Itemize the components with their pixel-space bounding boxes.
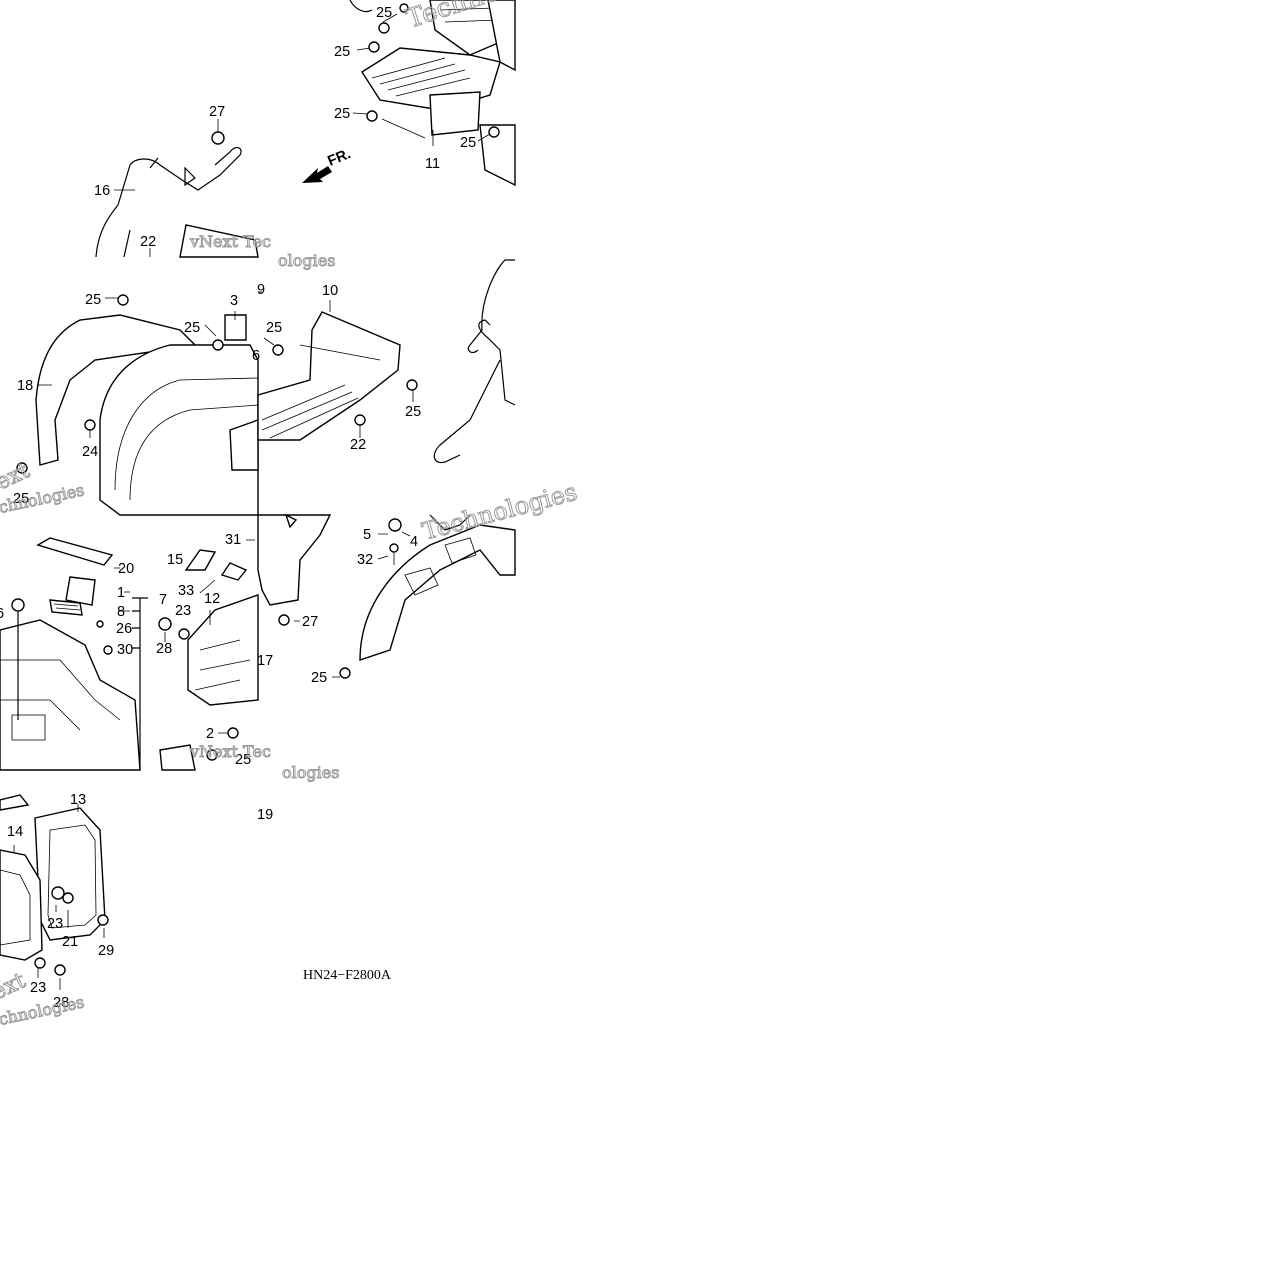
callout-23: 23: [175, 603, 191, 619]
callout-4: 4: [410, 534, 418, 550]
callout-25: 25: [85, 292, 101, 308]
callout-19: 19: [257, 807, 273, 823]
callout-21: 21: [62, 934, 78, 950]
callout-28: 28: [53, 995, 69, 1011]
callout-13: 13: [70, 792, 86, 808]
callout-25: 25: [334, 44, 350, 60]
callout-3: 3: [230, 293, 238, 309]
callout-17: 17: [257, 653, 273, 669]
callout-26: 26: [116, 621, 132, 637]
callout-10: 10: [322, 283, 338, 299]
bolt-icon: [211, 3, 500, 145]
callout-27: 27: [209, 104, 225, 120]
watermark-text: ext: [0, 968, 30, 1005]
bolt-icon: [34, 886, 109, 976]
callout-22: 22: [350, 437, 366, 453]
callout-25: 25: [266, 320, 282, 336]
callout-12: 12: [204, 591, 220, 607]
callout-11: 11: [425, 156, 440, 172]
callout-27: 27: [302, 614, 318, 630]
panel-footpeg-bracket: FR. 25 25 25 25 27 16 22 11 Technologies…: [94, 0, 576, 258]
box-frame-13: [34, 807, 106, 941]
callout-31: 31: [225, 532, 241, 548]
callout-32: 32: [357, 552, 373, 568]
callout-7: 7: [159, 592, 167, 608]
callout-1: 1: [117, 585, 125, 601]
watermark-text: ext: [0, 458, 34, 495]
callout-25: 25: [334, 106, 350, 122]
callout-20: 20: [118, 561, 134, 577]
diagram-code: HN24−F2800A: [303, 968, 392, 983]
callout-8: 8: [117, 604, 125, 620]
callout-22: 22: [140, 234, 156, 250]
callout-25: 25: [13, 491, 29, 507]
callout-23: 23: [47, 916, 63, 932]
fender-flare: [359, 524, 516, 661]
callout-16: 16: [94, 183, 110, 199]
callout-24: 24: [82, 444, 98, 460]
watermark-text: vNext Tec: [189, 742, 271, 761]
bolt-icon: [16, 294, 418, 474]
step-board-10: [257, 311, 401, 441]
callout-30: 30: [117, 642, 133, 658]
panel-rear-carrier-box: 20 15 31 1 7 8 33 12 23 26 30 28 17 2 25…: [0, 532, 340, 783]
panel-tail-box: 13 14 19 23 21 29 23 28 ext chnologies: [0, 792, 273, 1029]
panel-fender-flare: 5 4 32 27 25 Technologies: [257, 477, 580, 686]
callout-6: 6: [0, 606, 4, 622]
callout-2: 2: [206, 726, 214, 742]
fr-label: FR.: [326, 146, 354, 170]
watermark-text: ologies: [278, 251, 335, 270]
callout-25: 25: [405, 404, 421, 420]
bolt-icon: [11, 598, 239, 761]
callout-9: 9: [257, 282, 265, 298]
footpeg-bracket: [433, 259, 516, 464]
callout-29: 29: [98, 943, 114, 959]
callout-28: 28: [156, 641, 172, 657]
callout-33: 33: [178, 583, 194, 599]
callout-6: 6: [252, 348, 260, 364]
callout-18: 18: [17, 378, 33, 394]
watermark-text: ologies: [282, 763, 339, 782]
watermark-text: vNext Tec: [189, 232, 271, 251]
footpeg-bracket: [95, 146, 242, 258]
reflector-cover-20: [36, 537, 114, 566]
callout-15: 15: [167, 552, 183, 568]
callout-25: 25: [184, 320, 200, 336]
callout-25: 25: [311, 670, 327, 686]
handle-15: [184, 549, 217, 571]
callout-25: 25: [376, 5, 392, 21]
step-board-top: [349, 0, 516, 187]
callout-23: 23: [30, 980, 46, 996]
panel-rear-fender: 25 3 9 10 25 25 6 18 24 25 25 22 ologies…: [0, 251, 516, 517]
callout-25: 25: [235, 752, 251, 768]
bolt-icon: [278, 518, 402, 679]
callout-25: 25: [460, 135, 476, 151]
callout-5: 5: [363, 527, 371, 543]
callout-14: 14: [7, 824, 23, 840]
front-direction-arrow-icon: FR.: [302, 146, 353, 183]
rear-fender-box: [0, 619, 141, 771]
box-panel-14: [0, 849, 43, 961]
